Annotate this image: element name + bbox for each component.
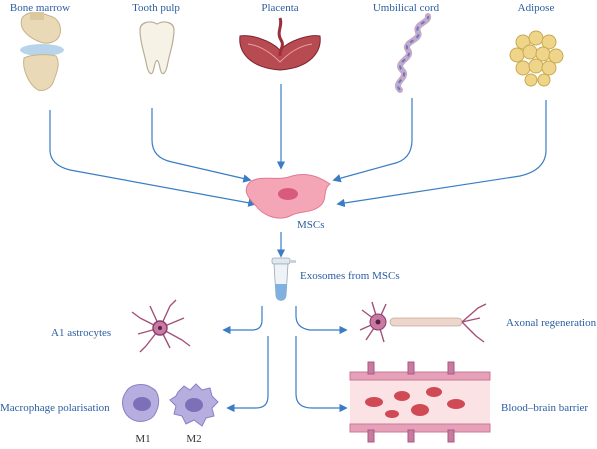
label-adipose: Adipose	[517, 2, 555, 14]
adipose-icon	[509, 30, 564, 87]
label-mscs: MSCs	[297, 219, 325, 231]
neuron-icon	[359, 301, 487, 343]
source-arrows	[49, 84, 547, 208]
macrophage-m1-icon	[122, 384, 160, 422]
label-bone-marrow: Bone marrow	[9, 2, 71, 14]
bone-marrow-icon	[20, 12, 64, 91]
label-exosomes: Exosomes from MSCs	[300, 270, 400, 282]
label-m2: M2	[186, 433, 202, 445]
effect-arrows	[222, 306, 348, 413]
label-placenta: Placenta	[261, 2, 299, 14]
label-tooth-pulp: Tooth pulp	[132, 2, 180, 14]
exosome-tube-icon	[271, 257, 296, 301]
label-m1: M1	[135, 433, 151, 445]
placenta-icon	[239, 17, 321, 71]
msc-cell-icon	[245, 173, 331, 219]
label-macrophage-polarisation: Macrophage polarisation	[0, 402, 110, 414]
blood-brain-barrier-icon	[349, 361, 491, 443]
macrophage-m2-icon	[169, 383, 219, 427]
tooth-icon	[139, 21, 175, 75]
label-axonal-regeneration: Axonal regeneration	[506, 317, 597, 329]
umbilical-cord-icon	[395, 13, 432, 93]
label-umbilical-cord: Umbilical cord	[372, 2, 440, 14]
label-blood-brain-barrier: Blood–brain barrier	[501, 402, 589, 414]
label-a1-astrocytes: A1 astrocytes	[51, 327, 112, 339]
a1-astrocyte-icon	[131, 299, 191, 353]
